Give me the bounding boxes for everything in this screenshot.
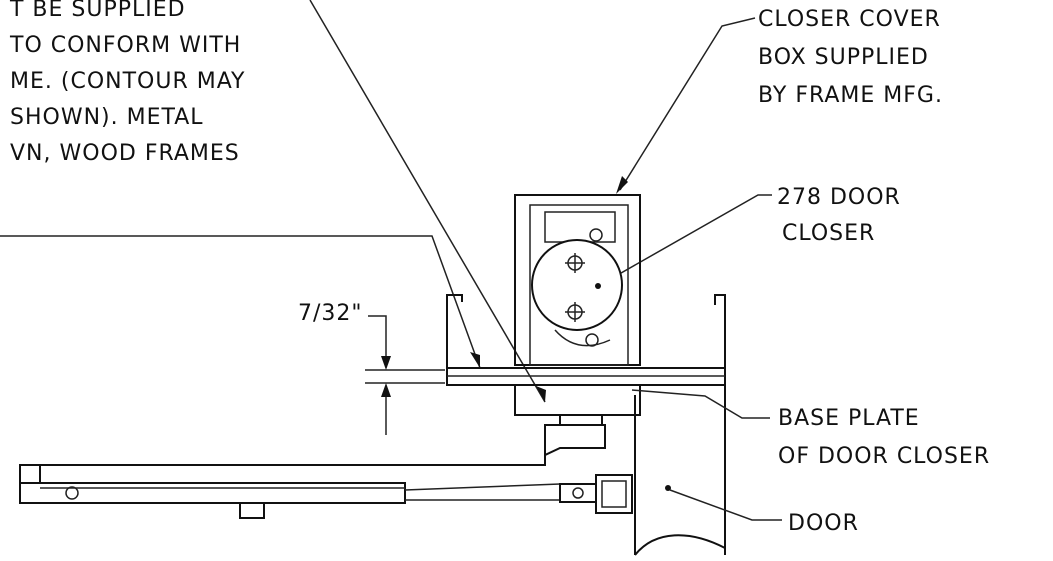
dimension-7-32: 7/32": [298, 301, 445, 435]
closer-cover-line-2: BOX SUPPLIED: [758, 45, 929, 70]
frame-left-lip: [446, 294, 463, 385]
base-plate-leader: [631, 389, 770, 419]
arm-main-bar: [19, 482, 406, 504]
dimension-label: 7/32": [298, 301, 363, 326]
closer-model-line-2: CLOSER: [782, 221, 875, 246]
closer-arm-arc: [554, 329, 611, 347]
base-plate-label: BASE PLATE OF DOOR CLOSER: [778, 406, 990, 469]
closer-cover-box: [514, 194, 641, 366]
closer-model-line-1: 278 DOOR: [777, 185, 901, 210]
base-plate-line-2: OF DOOR CLOSER: [778, 444, 990, 469]
arm-rod-top: [404, 483, 561, 491]
arm-main-upper: [20, 448, 546, 466]
closer-circle: [531, 239, 623, 331]
arm-rod-pin: [572, 487, 584, 499]
door-leader: [669, 489, 782, 521]
arm-end-block: [19, 464, 41, 484]
base-plate-line-1: BASE PLATE: [778, 406, 920, 431]
arm-end-pivot: [65, 486, 79, 500]
closer-model-leader: [599, 194, 772, 286]
frame-right-lip: [714, 294, 726, 385]
note-line-2: TO CONFORM WITH: [9, 33, 241, 58]
note-line-1: T BE SUPPLIED: [9, 0, 186, 22]
arm-shoe: [544, 424, 606, 457]
closer-cover-leader: [619, 17, 756, 191]
cover-box-inner: [529, 204, 629, 366]
closer-model-label: 278 DOOR CLOSER: [777, 185, 901, 246]
arm-rod-coupler: [559, 483, 597, 503]
dimension-arrow-bottom: [381, 383, 391, 397]
door-section: [634, 385, 726, 556]
note-line-5: VN, WOOD FRAMES: [10, 141, 240, 166]
closer-cover-arrow: [616, 176, 628, 194]
closer-cover-line-1: CLOSER COVER: [758, 7, 941, 32]
closer-arm-assembly: [19, 414, 633, 519]
door-frame-profile: [446, 294, 726, 416]
note-line-3: ME. (CONTOUR MAY: [10, 69, 245, 94]
base-plate-box: [514, 384, 641, 416]
closer-cover-label: CLOSER COVER BOX SUPPLIED BY FRAME MFG.: [758, 7, 943, 108]
dimension-arrow-top: [381, 356, 391, 370]
closer-pin-bottom: [585, 333, 599, 347]
arm-bracket-inner: [601, 480, 627, 508]
note-line-4: SHOWN). METAL: [10, 105, 204, 130]
arm-bracket: [595, 474, 633, 514]
note-leader-arrow: [536, 386, 546, 402]
arm-stop: [239, 502, 265, 519]
closer-top-block: [544, 211, 616, 243]
closer-pin-top: [589, 228, 603, 242]
door-label: DOOR: [788, 511, 859, 536]
closer-cover-line-3: BY FRAME MFG.: [758, 83, 943, 108]
door-break-line: [634, 534, 726, 556]
note-leader-line: [309, 0, 546, 403]
door-closer-body: [531, 211, 623, 347]
frame-leader-line: [0, 235, 481, 369]
dimension-leader: [368, 315, 387, 360]
closer-center-dot: [595, 283, 601, 289]
frame-note: T BE SUPPLIED TO CONFORM WITH ME. (CONTO…: [9, 0, 245, 166]
frame-leader-arrow: [470, 352, 480, 368]
door-dot: [665, 485, 671, 491]
